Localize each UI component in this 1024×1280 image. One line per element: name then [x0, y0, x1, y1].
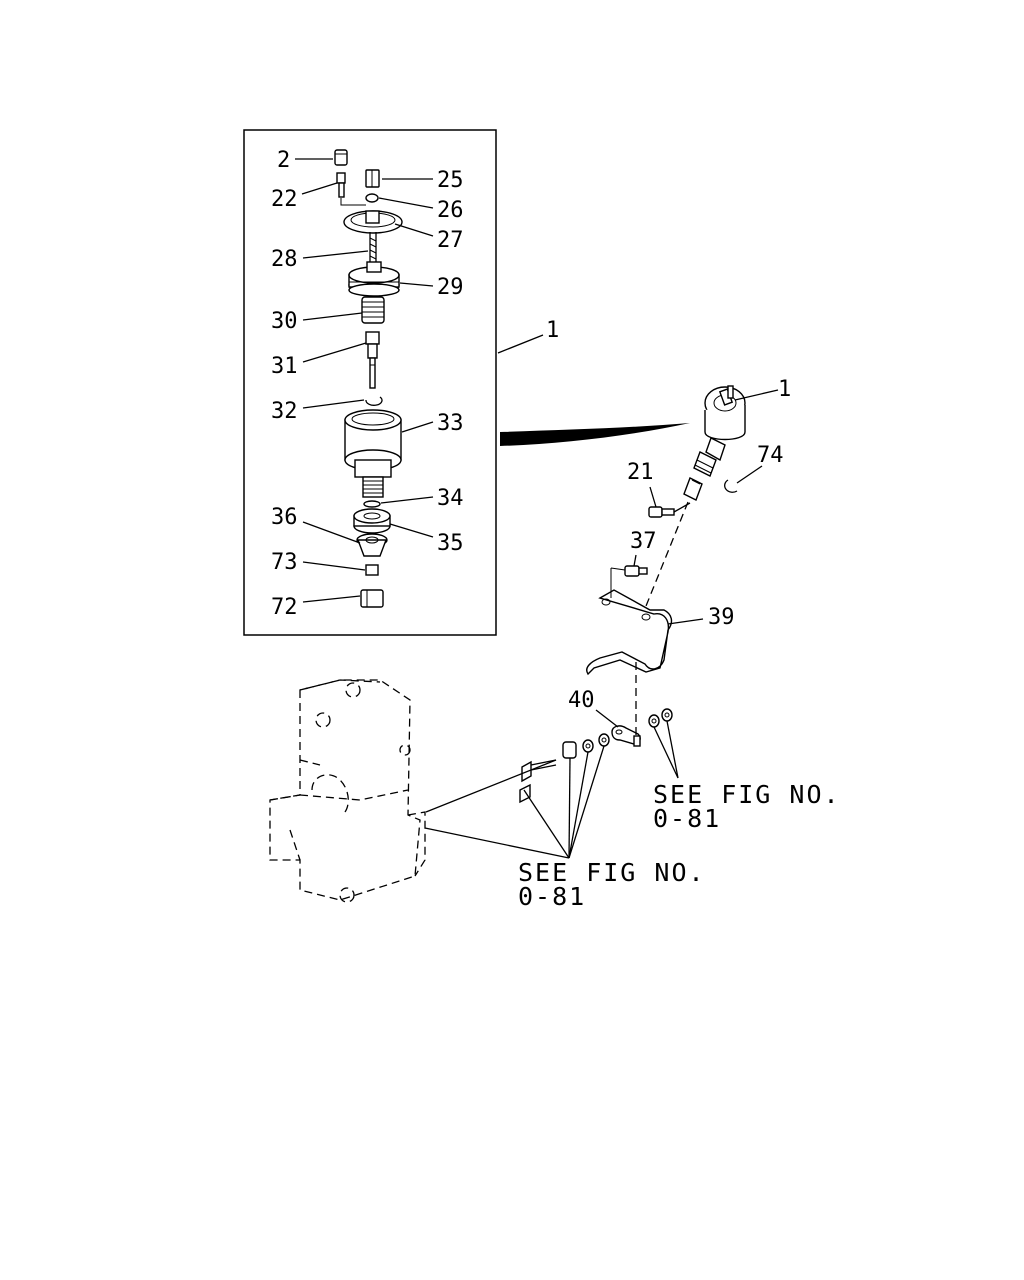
- callout-74: 74: [757, 443, 784, 468]
- right-washers: [648, 708, 673, 728]
- callout-72: 72: [271, 595, 298, 620]
- callout-36: 36: [271, 505, 298, 530]
- part-21-bolt: [648, 506, 675, 518]
- reference-bottom: SEE FIG NO. 0-81: [518, 858, 706, 911]
- callout-22: 22: [271, 187, 298, 212]
- inset-parts: [334, 149, 403, 608]
- part-72-block: [360, 589, 384, 608]
- callout-21: 21: [627, 460, 654, 485]
- callout-30: 30: [271, 309, 298, 334]
- part-73-nut: [365, 564, 379, 576]
- callout-1-main: 1: [778, 377, 791, 402]
- part-1-assembly: [683, 385, 746, 501]
- callout-33: 33: [437, 411, 464, 436]
- shaft-pin: [519, 759, 557, 804]
- part-36-sleeve: [356, 533, 388, 557]
- main-assembly: [269, 385, 746, 903]
- part-2-cap: [334, 149, 348, 166]
- part-29-cover: [348, 261, 400, 297]
- part-22-pin: [336, 172, 346, 198]
- reference-bottom-line2: 0-81: [518, 882, 586, 911]
- callout-35: 35: [437, 531, 464, 556]
- callout-25: 25: [437, 168, 464, 193]
- pump-body: [269, 679, 426, 903]
- main-callouts: 1 74 21 37 39 40: [568, 377, 791, 713]
- main-leader-lines: [424, 389, 779, 859]
- inset-callouts: 2 22 25 26 27 28 29 30 31 32 33 34 35 36…: [271, 148, 559, 620]
- callout-1-inset: 1: [546, 318, 559, 343]
- part-33-housing: [344, 409, 402, 498]
- reference-right-line2: 0-81: [653, 804, 721, 833]
- reference-right: SEE FIG NO. 0-81: [653, 780, 841, 833]
- callout-73: 73: [271, 550, 298, 575]
- callout-2: 2: [277, 148, 290, 173]
- part-31-valve: [365, 331, 380, 389]
- part-27-plate: [340, 198, 403, 234]
- part-32-clip: [365, 396, 383, 406]
- part-37-bolt: [624, 565, 648, 577]
- callout-34: 34: [437, 486, 464, 511]
- callout-31: 31: [271, 354, 298, 379]
- reference-bottom-line1: SEE FIG NO.: [518, 858, 706, 887]
- inset-detail-box: [243, 129, 497, 636]
- part-34-oring: [363, 500, 381, 508]
- inset-connector-wedge: [500, 423, 690, 446]
- callout-27: 27: [437, 228, 464, 253]
- reference-right-line1: SEE FIG NO.: [653, 780, 841, 809]
- part-39-bracket: [586, 567, 673, 676]
- callout-39: 39: [708, 605, 735, 630]
- callout-37: 37: [630, 529, 657, 554]
- inset-leader-lines: [295, 158, 544, 603]
- part-30-spring: [361, 296, 385, 324]
- callout-26: 26: [437, 198, 464, 223]
- part-26-washer: [365, 193, 379, 203]
- callout-28: 28: [271, 247, 298, 272]
- left-washers: [562, 733, 610, 759]
- part-74-clip: [724, 479, 738, 493]
- part-25-nut: [365, 169, 380, 188]
- part-35-nut: [353, 508, 391, 534]
- callout-29: 29: [437, 275, 464, 300]
- callout-40: 40: [568, 688, 595, 713]
- callout-32: 32: [271, 399, 298, 424]
